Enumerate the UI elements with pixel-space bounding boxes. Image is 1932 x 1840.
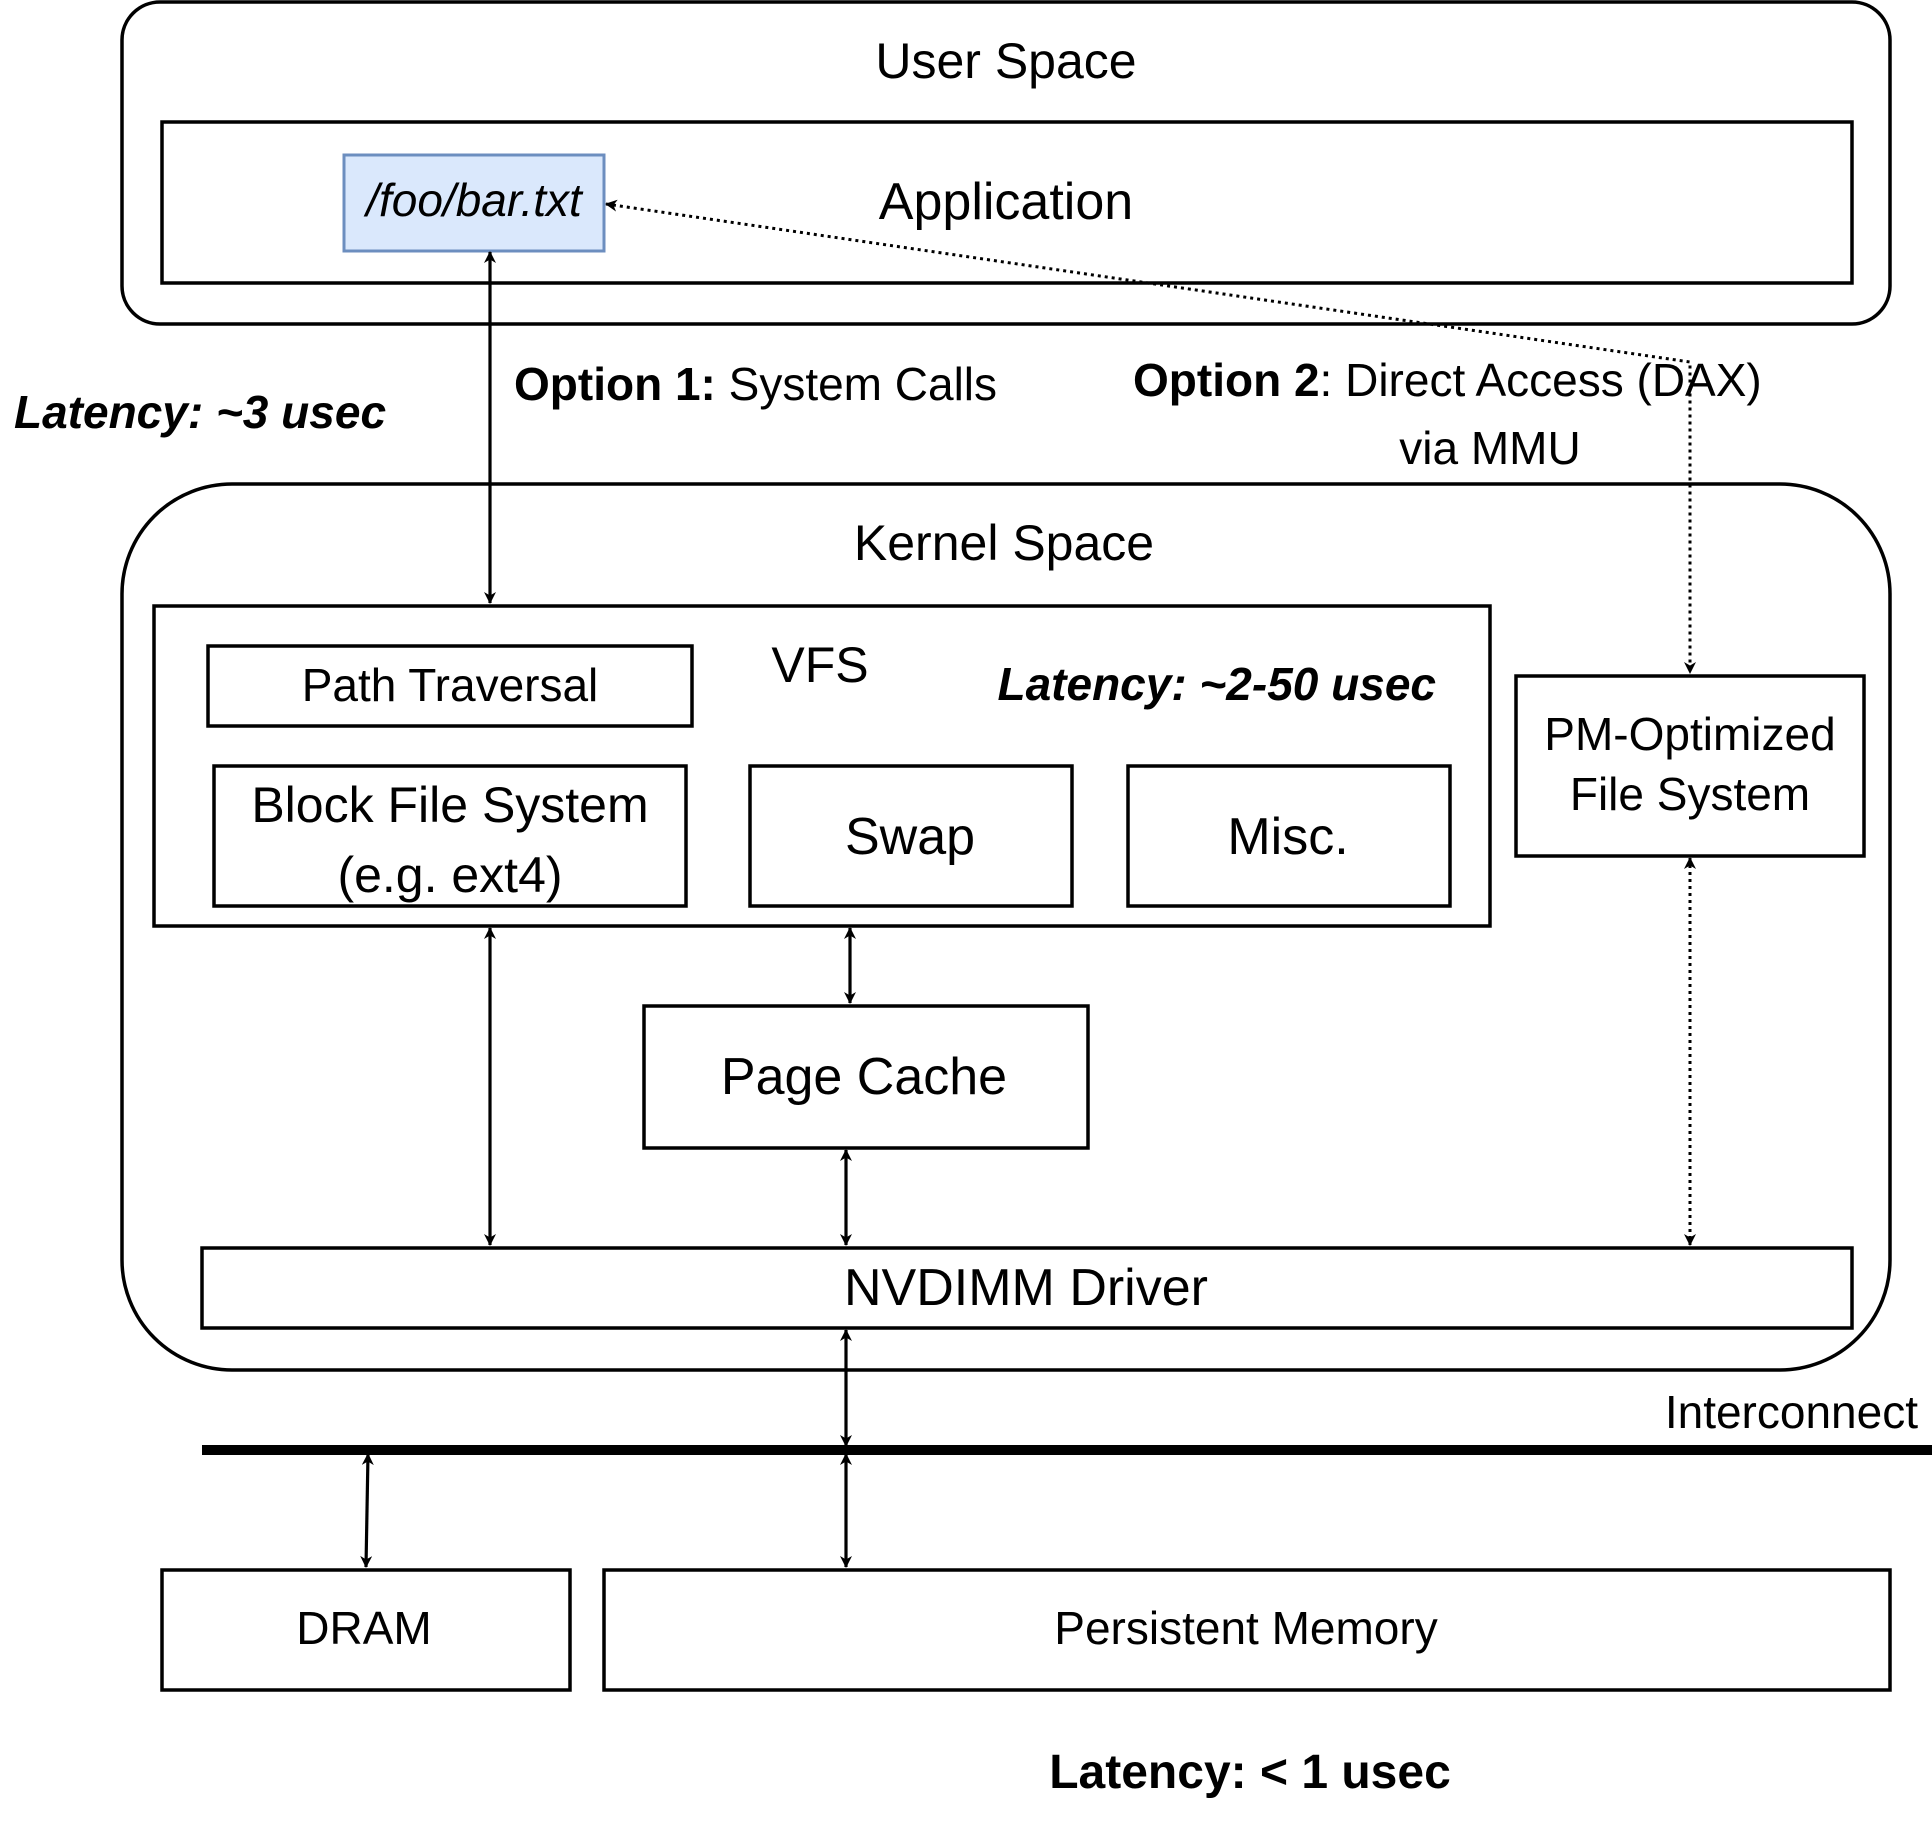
- pm-optimized-fs-box: [1514, 674, 1866, 858]
- misc-label: Misc.: [1227, 808, 1348, 866]
- syscall-latency-label: Latency: ~3 usec: [14, 386, 386, 438]
- option2-line2: via MMU: [1399, 422, 1580, 474]
- page-cache-box: [642, 1004, 1090, 1150]
- persistent-memory-label: Persistent Memory: [1054, 1602, 1437, 1654]
- vfs-label: VFS: [771, 637, 868, 693]
- swap-box: [748, 764, 1074, 908]
- kernel-space-label: Kernel Space: [854, 515, 1154, 571]
- option1-prefix: Option 1:: [514, 358, 716, 410]
- swap-label: Swap: [845, 808, 975, 866]
- memory-latency-label: Latency: < 1 usec: [1049, 1746, 1451, 1799]
- dram-box: [160, 1568, 572, 1692]
- option1-label: Option 1: System Calls: [514, 358, 997, 410]
- option2-text: : Direct Access (DAX): [1320, 354, 1762, 406]
- block-fs-line2: (e.g. ext4): [337, 847, 562, 903]
- application-label: Application: [879, 173, 1133, 231]
- option2-prefix: Option 2: [1133, 354, 1320, 406]
- page-cache-label: Page Cache: [721, 1048, 1007, 1106]
- path-traversal-label: Path Traversal: [302, 659, 599, 711]
- interconnect-to-dram-arrow: [360, 1453, 374, 1568]
- block-fs-line1: Block File System: [251, 777, 648, 833]
- nvdimm-driver-box: [200, 1246, 1854, 1330]
- interconnect-label: Interconnect: [1665, 1386, 1918, 1438]
- option2-label: Option 2: Direct Access (DAX): [1133, 354, 1762, 406]
- nvdimm-driver-label: NVDIMM Driver: [844, 1259, 1208, 1317]
- block-file-system-box: [212, 764, 688, 908]
- misc-box: [1126, 764, 1452, 908]
- dax-arrow: [605, 199, 1696, 674]
- file-path-label: /foo/bar.txt: [363, 174, 584, 226]
- dram-label: DRAM: [296, 1602, 431, 1654]
- persistent-memory-box: [602, 1568, 1892, 1692]
- pm-fs-line1: PM-Optimized: [1544, 708, 1835, 760]
- file-path-box: [342, 153, 606, 253]
- option1-text: System Calls: [716, 358, 997, 410]
- kernel-latency-label: Latency: ~2-50 usec: [997, 658, 1436, 710]
- user-space-label: User Space: [875, 33, 1136, 89]
- pm-fs-line2: File System: [1570, 768, 1810, 820]
